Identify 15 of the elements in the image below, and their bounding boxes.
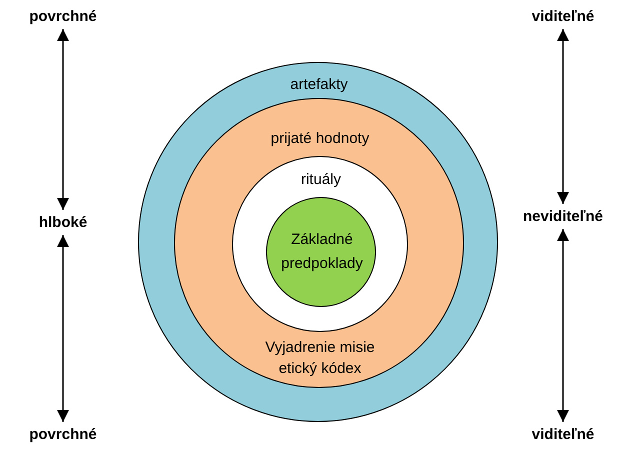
ring-label: artefakty [289, 75, 349, 95]
double-arrow [557, 229, 569, 422]
ring-label: prijaté hodnoty [270, 129, 370, 149]
side-label: hlboké [38, 214, 88, 231]
side-label: viditeľné [530, 8, 596, 25]
side-label: povrchné [28, 8, 98, 25]
double-arrow [57, 235, 69, 422]
ring-label: Vyjadrenie misie etický kódex [264, 338, 376, 379]
double-arrow [57, 29, 69, 210]
double-arrow [557, 29, 569, 204]
side-label: viditeľné [530, 426, 596, 443]
ring-label: rituály [300, 170, 342, 190]
side-label: povrchné [28, 426, 98, 443]
ring-label: Základné predpoklady [280, 230, 364, 274]
side-label: neviditeľné [522, 208, 604, 225]
